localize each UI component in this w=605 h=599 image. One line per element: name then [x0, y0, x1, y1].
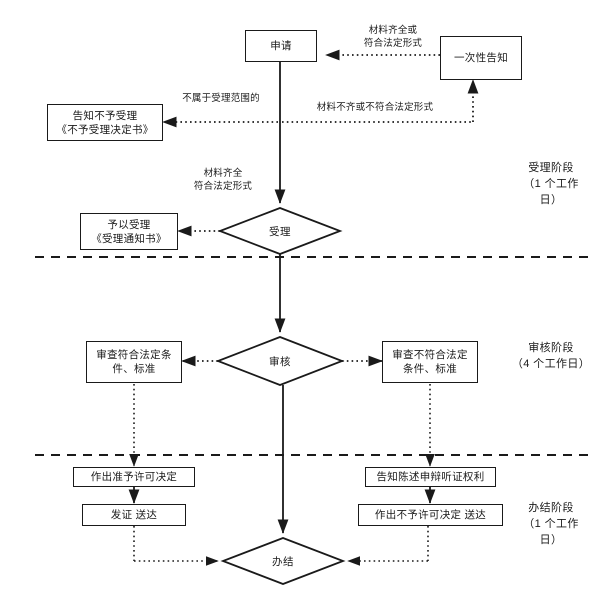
node-review-decision[interactable]: 审核	[250, 352, 310, 370]
node-issue-deliver[interactable]: 发证 送达	[82, 504, 186, 526]
edge-label-materials-complete-legal-line2: 符合法定形式	[193, 181, 253, 192]
node-rights-notice[interactable]: 告知陈述申辩听证权利	[365, 467, 496, 487]
node-one-time-notice-label: 一次性告知	[454, 52, 508, 64]
stage-label-acceptance-line1: 受理阶段	[528, 162, 574, 174]
node-approve-decision[interactable]: 作出准予许可决定	[73, 467, 195, 487]
edge-label-materials-complete-or-legal: 材料齐全或 符合法定形式	[338, 24, 448, 50]
stage-label-completion-line3: 日）	[539, 534, 563, 546]
node-reject-notice-line2: 《不予受理决定书》	[56, 123, 154, 136]
node-accept-decision[interactable]: 受理	[250, 222, 310, 240]
edge-label-out-of-scope-line1: 不属于受理范围的	[182, 93, 260, 104]
node-review-pass-line1: 审查符合法定条	[96, 349, 172, 361]
stage-label-acceptance-line3: 日）	[539, 194, 563, 206]
node-apply[interactable]: 申请	[245, 30, 317, 62]
node-review-pass-line2: 件、标准	[112, 363, 156, 375]
node-deny-deliver-label: 作出不予许可决定 送达	[374, 509, 487, 521]
node-accept-notice-line2: 《受理通知书》	[91, 232, 167, 245]
node-deny-deliver[interactable]: 作出不予许可决定 送达	[358, 504, 503, 526]
node-approve-decision-label: 作出准予许可决定	[90, 471, 178, 483]
stage-label-completion: 办结阶段 （1 个工作 日）	[505, 500, 597, 548]
node-review-decision-label: 审核	[269, 355, 291, 368]
node-accept-notice-line1: 予以受理	[107, 218, 151, 231]
edge-label-materials-incomplete: 材料不齐或不符合法定形式	[300, 101, 450, 114]
stage-label-completion-line1: 办结阶段	[528, 502, 574, 514]
node-accept-notice[interactable]: 予以受理 《受理通知书》	[80, 213, 178, 250]
node-one-time-notice[interactable]: 一次性告知	[440, 36, 522, 80]
node-rights-notice-label: 告知陈述申辩听证权利	[376, 471, 485, 483]
node-review-fail-line1: 审查不符合法定	[392, 349, 468, 361]
edge-label-materials-complete-legal: 材料齐全 符合法定形式	[168, 167, 278, 193]
node-review-pass[interactable]: 审查符合法定条 件、标准	[86, 341, 182, 383]
node-review-fail[interactable]: 审查不符合法定 条件、标准	[382, 341, 478, 383]
stage-label-acceptance-line2: （1 个工作	[523, 178, 579, 190]
edge-label-materials-complete-legal-line1: 材料齐全	[203, 168, 243, 179]
stage-label-acceptance: 受理阶段 （1 个工作 日）	[505, 160, 597, 208]
node-apply-label: 申请	[270, 40, 292, 52]
node-reject-notice-line1: 告知不予受理	[72, 109, 138, 122]
node-review-fail-line2: 条件、标准	[403, 363, 457, 375]
node-complete-label: 办结	[272, 555, 294, 568]
node-issue-deliver-label: 发证 送达	[110, 509, 158, 521]
edge-label-materials-incomplete-line1: 材料不齐或不符合法定形式	[316, 102, 434, 113]
stage-label-review-line1: 审核阶段	[528, 342, 574, 354]
stage-label-review: 审核阶段 （4 个工作日）	[505, 340, 597, 372]
edge-label-materials-complete-or-legal-line2: 符合法定形式	[363, 38, 423, 49]
node-reject-notice[interactable]: 告知不予受理 《不予受理决定书》	[47, 104, 163, 141]
edge-label-materials-complete-or-legal-line1: 材料齐全或	[368, 25, 418, 36]
stage-label-review-line2: （4 个工作日）	[511, 358, 591, 370]
node-accept-decision-label: 受理	[269, 225, 291, 238]
stage-label-completion-line2: （1 个工作	[523, 518, 579, 530]
edge-label-out-of-scope: 不属于受理范围的	[166, 92, 276, 105]
node-complete[interactable]: 办结	[253, 552, 313, 570]
